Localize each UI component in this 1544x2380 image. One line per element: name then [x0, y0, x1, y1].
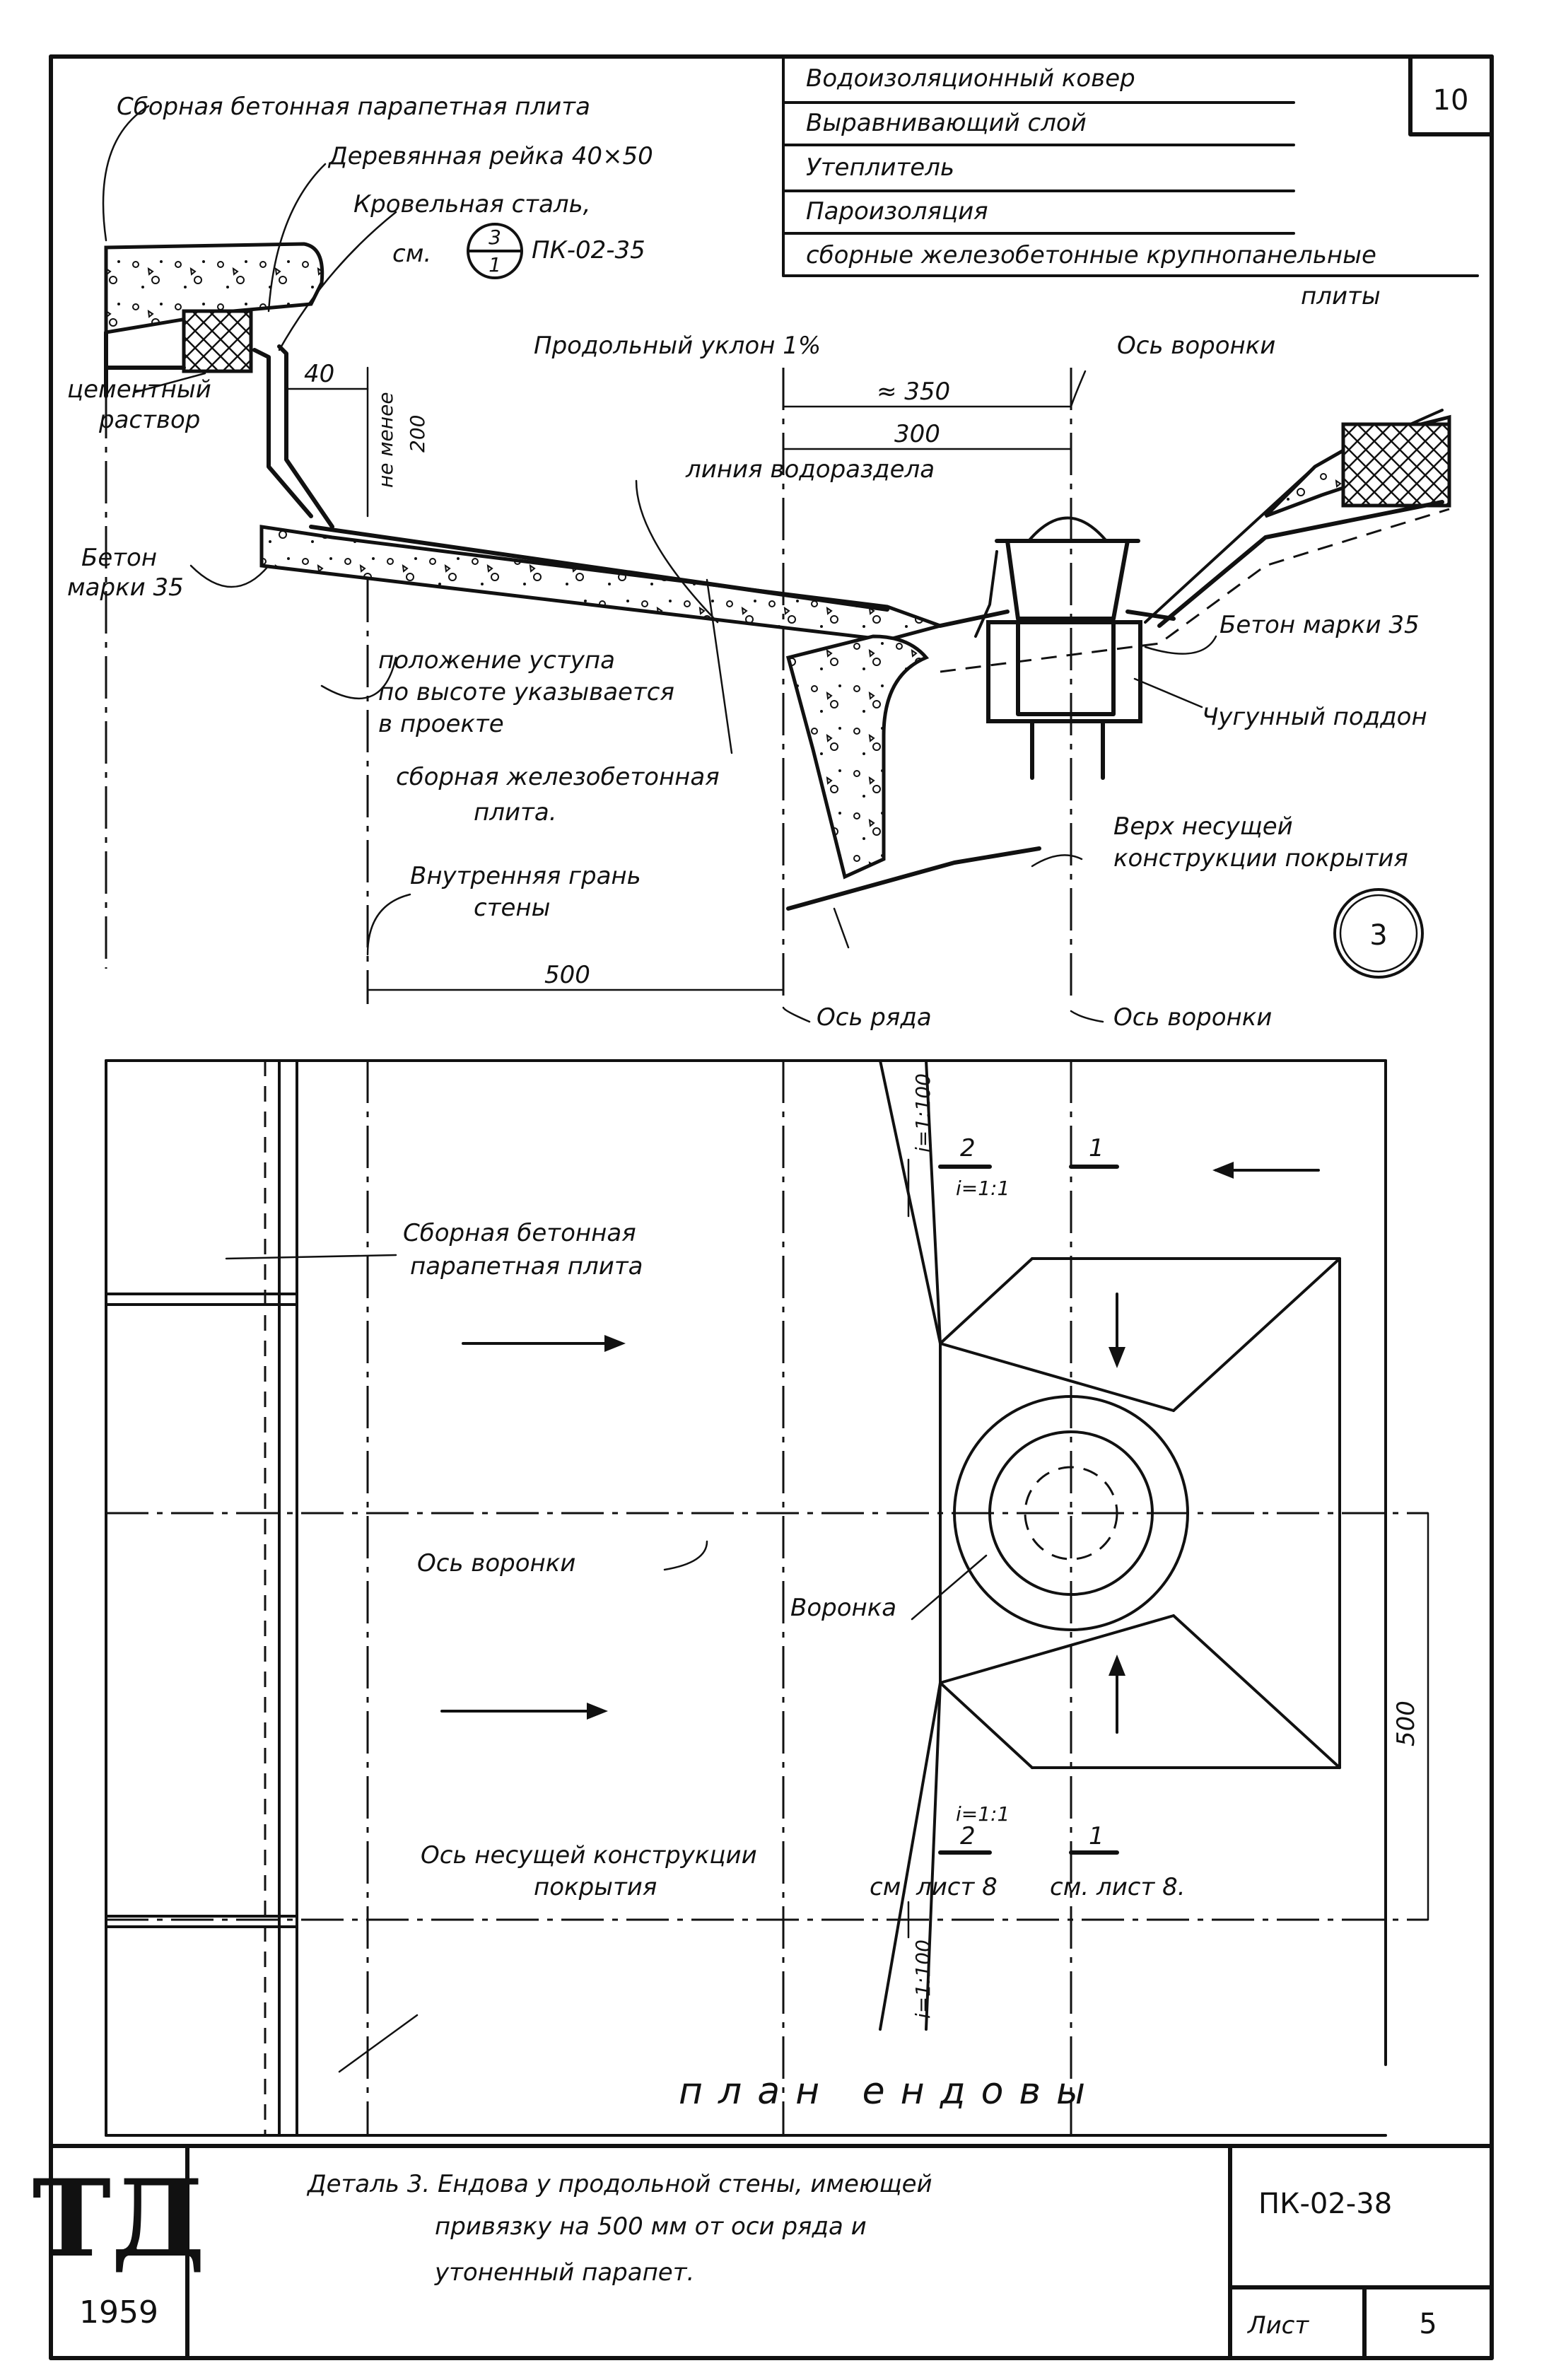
label-slope-bottom: i=1:100 — [911, 1939, 935, 2019]
label-row-axis: Ось ряда — [817, 1003, 932, 1032]
sheet-code: ПК-02-38 — [1258, 2188, 1392, 2220]
label-plan-funnel-axis: Ось воронки — [417, 1549, 575, 1577]
label-ledge-1: положение уступа — [378, 646, 615, 675]
section-view — [102, 105, 1451, 1023]
rc-slab — [259, 525, 947, 642]
plan-arrows — [440, 1162, 1320, 1855]
detail-number-circle — [1333, 888, 1424, 979]
label-cement-mortar-1: цементный — [67, 375, 211, 404]
label-dim-300: 300 — [894, 420, 940, 448]
label-ledge-3: в проекте — [378, 710, 504, 738]
wood-rail — [182, 309, 253, 373]
label-concrete-2: марки 35 — [67, 573, 184, 602]
label-slope-top: i=1:100 — [911, 1073, 935, 1153]
arrow-right-2 — [587, 1703, 608, 1720]
layer-waterproofing: Водоизоляционный ковер — [806, 64, 1135, 93]
parapet-slab — [104, 242, 324, 334]
label-plan-bearing-2: покрытия — [534, 1873, 657, 1901]
label-structure-top-1: Верх несущей — [1113, 812, 1293, 841]
label-rc-slab-2: плита. — [474, 798, 557, 827]
label-watershed: линия водораздела — [685, 455, 935, 484]
label-cut-2-top: 2 — [960, 1134, 976, 1162]
label-concrete-right: Бетон марки 35 — [1220, 611, 1420, 639]
label-funnel-axis-section-2: Ось воронки — [1113, 1003, 1272, 1032]
label-cut-1-bottom: 1 — [1089, 1822, 1104, 1850]
label-roof-steel: Кровельная сталь, — [353, 190, 590, 218]
layer-rc-panels-2: плиты — [1301, 282, 1381, 310]
label-not-less-2: 200 — [406, 415, 429, 453]
label-funnel-axis-section: Ось воронки — [1117, 332, 1275, 360]
layer-rc-panels: сборные железобетонные крупнопанельные — [806, 241, 1376, 269]
arrow-right-1 — [604, 1335, 626, 1352]
sheet-frame — [49, 54, 1494, 2360]
label-structure-top-2: конструкции покрытия — [1113, 844, 1408, 873]
label-dim-40: 40 — [304, 360, 334, 388]
label-slope-11-top: i=1:1 — [956, 1177, 1010, 1200]
funnel-cap — [1027, 516, 1108, 542]
label-plan-parapet-1: Сборная бетонная — [403, 1219, 636, 1247]
caption-line-2: привязку на 500 мм от оси ряда и — [435, 2212, 867, 2241]
label-cut-1-top: 1 — [1089, 1134, 1104, 1162]
label-slope-11-bottom: i=1:1 — [956, 1802, 1010, 1826]
layer-vapor-barrier: Пароизоляция — [806, 197, 988, 226]
label-wood-rail: Деревянная рейка 40×50 — [327, 142, 653, 170]
label-plan-dim-500: 500 — [1392, 1701, 1420, 1746]
plan-title: план ендовы — [679, 2070, 1101, 2113]
plan-view — [105, 1059, 1429, 2137]
layer-leveling: Выравнивающий слой — [806, 109, 1087, 137]
label-cut-2-bottom: 2 — [960, 1822, 976, 1850]
arrow-up-1 — [1109, 1655, 1125, 1676]
ref-denominator: 1 — [489, 253, 501, 276]
label-parapet-slab: Сборная бетонная парапетная плита — [117, 93, 590, 121]
label-wall-face-1: Внутренняя грань — [410, 862, 641, 890]
ref-numerator: 3 — [489, 226, 501, 249]
label-rc-slab-1: сборная железобетонная — [396, 763, 720, 791]
list-number: 5 — [1419, 2308, 1437, 2340]
label-cast-iron-tray: Чугунный поддон — [1202, 703, 1427, 731]
label-dim-500-section: 500 — [544, 961, 590, 989]
cast-iron-tray — [986, 620, 1142, 723]
title-year: 1959 — [79, 2294, 158, 2331]
arrow-left-1 — [1212, 1162, 1234, 1179]
funnel-mid — [988, 1430, 1154, 1596]
label-plan-bearing-1: Ось несущей конструкции — [421, 1841, 757, 1869]
list-label: Лист — [1246, 2311, 1309, 2340]
sheet-number: 10 — [1433, 84, 1469, 117]
detail-number-circle-inner — [1339, 894, 1418, 973]
logo-td: ТД — [33, 2157, 206, 2281]
label-dim-350: ≈ 350 — [877, 378, 950, 406]
layer-legend — [782, 55, 1479, 277]
label-wall-face-2: стены — [474, 894, 551, 922]
label-see-sheet-8a: см. лист 8 — [870, 1873, 998, 1901]
label-concrete-1: Бетон — [81, 544, 157, 572]
arrow-down-1 — [1109, 1347, 1125, 1368]
label-see-sheet-8b: см. лист 8. — [1050, 1873, 1186, 1901]
caption-line-3: утоненный парапет. — [434, 2258, 694, 2287]
label-slope: Продольный уклон 1% — [534, 332, 821, 360]
layer-insulation: Утеплитель — [806, 153, 954, 182]
right-insulation — [1341, 422, 1451, 508]
label-not-less-1: не менее — [374, 392, 397, 488]
detail-number: 3 — [1369, 919, 1387, 952]
valley-concrete — [785, 634, 930, 880]
funnel-outer — [953, 1395, 1189, 1631]
label-plan-funnel: Воронка — [790, 1594, 896, 1622]
label-plan-parapet-2: парапетная плита — [410, 1252, 643, 1281]
label-ledge-2: по высоте указывается — [378, 678, 674, 706]
funnel-inner — [1024, 1466, 1118, 1561]
label-roof-steel-ref-sheet: ПК-02-35 — [532, 236, 645, 264]
label-roof-steel-ref-prefix: см. — [392, 240, 431, 268]
label-cement-mortar-2: раствор — [98, 406, 200, 434]
caption-line-1: Деталь 3. Ендова у продольной стены, име… — [306, 2170, 932, 2198]
title-block — [49, 2144, 1494, 2360]
